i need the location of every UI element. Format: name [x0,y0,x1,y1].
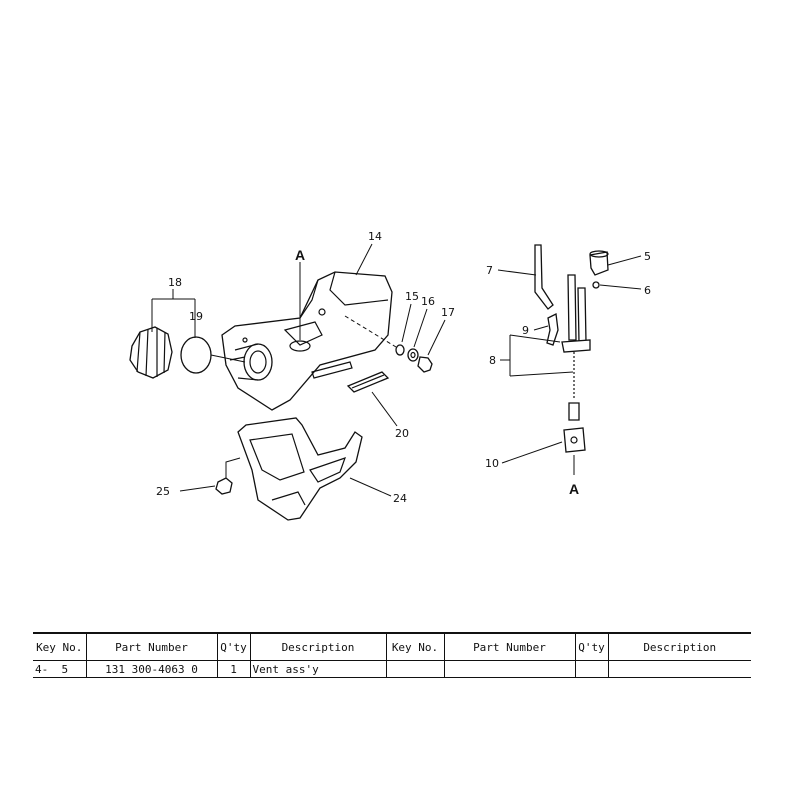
header-key-no: Key No. [33,632,86,661]
callout-16: 16 [421,295,435,308]
cell-qty-2 [574,660,608,678]
callout-5: 5 [644,250,651,263]
header-key-no-2: Key No. [385,632,444,661]
cell-part-number: 131 300-4063 0 [85,660,217,678]
ref-a-tank: A [295,247,305,263]
callout-7: 7 [486,264,493,277]
cell-key-no-2 [385,660,444,678]
fuel-tank-part [221,271,393,411]
cell-description: Vent ass'y [249,660,386,678]
header-part-number: Part Number [85,632,217,661]
tank-bracket-part [237,417,363,521]
fuel-cap-part [129,326,173,379]
callout-20: 20 [395,427,409,440]
cell-description-2 [607,660,751,678]
screw-part [215,457,241,495]
cell-key-no: 4- 5 [33,660,86,678]
cell-qty: 1 [216,660,250,678]
callout-6: 6 [644,284,651,297]
table-header-row: Key No. Part Number Q'ty Description Key… [33,632,751,661]
callout-8: 8 [489,354,496,367]
callout-10: 10 [485,457,499,470]
gasket-part [180,336,246,374]
callout-24: 24 [393,492,407,505]
vent-assembly-part [534,244,609,475]
exploded-parts-diagram: 14 A 18 19 15 16 17 20 24 25 7 5 6 9 8 1… [129,230,651,521]
callout-15: 15 [405,290,419,303]
parts-list-table: Key No. Part Number Q'ty Description Key… [33,632,751,678]
table-row: 4- 5 131 300-4063 0 1 Vent ass'y [33,660,751,678]
cushion-strip-part [346,371,390,393]
callout-17: 17 [441,306,455,319]
callout-labels: 14 A 18 19 15 16 17 20 24 25 7 5 6 9 8 1… [156,230,651,505]
header-qty-2: Q'ty [574,632,608,661]
leader-lines [151,243,642,497]
washer-bolt-parts [344,315,433,373]
ref-a-vent: A [569,481,579,497]
callout-9: 9 [522,324,529,337]
callout-14: 14 [368,230,382,243]
cell-part-number-2 [443,660,575,678]
header-description-2: Description [607,632,751,661]
callout-18: 18 [168,276,182,289]
header-part-number-2: Part Number [443,632,575,661]
callout-25: 25 [156,485,170,498]
header-description: Description [249,632,386,661]
callout-19: 19 [189,310,203,323]
header-qty: Q'ty [216,632,250,661]
